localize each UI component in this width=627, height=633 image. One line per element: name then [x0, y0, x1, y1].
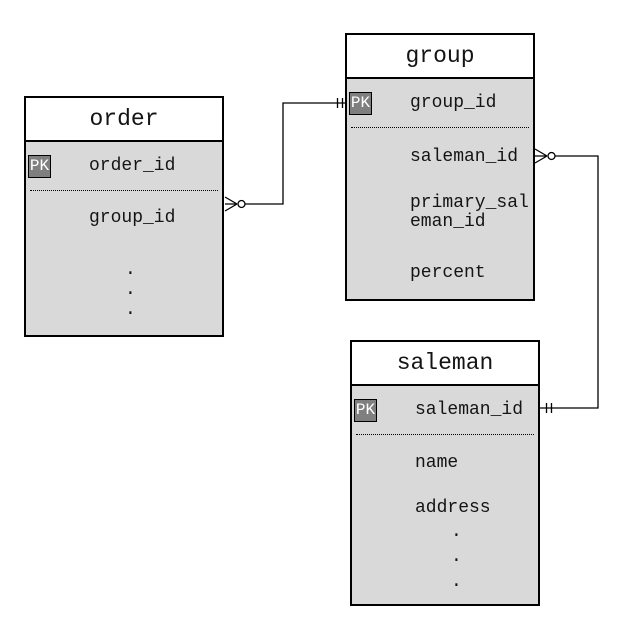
pk-separator — [351, 127, 529, 128]
ellipsis-dot: . — [125, 260, 136, 280]
ellipsis-dot: . — [125, 280, 136, 300]
field-name: saleman_id — [410, 147, 519, 167]
pk-separator — [356, 434, 534, 435]
ellipsis-dot: . — [451, 547, 462, 567]
entity-table-order[interactable]: order PK order_id group_id . . . — [24, 96, 224, 337]
ellipsis-dot: . — [451, 572, 462, 592]
one-and-only-one-icon — [336, 98, 344, 108]
pk-field-row: PK saleman_id — [352, 396, 538, 424]
field-name: group_id — [89, 208, 176, 228]
table-body: PK group_id saleman_id primary_saleman_i… — [347, 79, 533, 283]
table-title: order — [26, 98, 222, 142]
pk-separator — [30, 190, 218, 191]
entity-table-group[interactable]: group PK group_id saleman_id primary_sal… — [345, 33, 535, 301]
primary-key-badge: PK — [354, 398, 377, 422]
primary-key-badge: PK — [349, 91, 372, 115]
entity-table-saleman[interactable]: saleman PK saleman_id name address . . . — [350, 340, 540, 606]
field-name: group_id — [410, 92, 497, 113]
table-title: group — [347, 35, 533, 79]
connector-group-saleman[interactable] — [534, 148, 599, 413]
table-title: saleman — [352, 342, 538, 386]
pk-field-row: PK group_id — [347, 89, 533, 117]
connector-order-group[interactable] — [224, 98, 345, 212]
crow-foot-zero-or-many-icon — [224, 196, 246, 212]
table-body: PK order_id group_id . . . — [26, 142, 222, 320]
field-name: order_id — [89, 155, 176, 176]
crow-foot-zero-or-many-icon — [534, 148, 556, 164]
field-name: primary_saleman_id — [410, 193, 529, 232]
one-and-only-one-icon — [545, 403, 553, 413]
field-name: address — [415, 498, 491, 518]
ellipsis-dot: . — [125, 300, 136, 320]
primary-key-badge: PK — [28, 154, 51, 178]
field-name: name — [415, 453, 459, 473]
field-name: saleman_id — [415, 399, 524, 420]
field-name: percent — [410, 263, 486, 283]
pk-field-row: PK order_id — [26, 152, 222, 180]
ellipsis-dot: . — [451, 522, 462, 542]
table-body: PK saleman_id name address . . . — [352, 386, 538, 592]
